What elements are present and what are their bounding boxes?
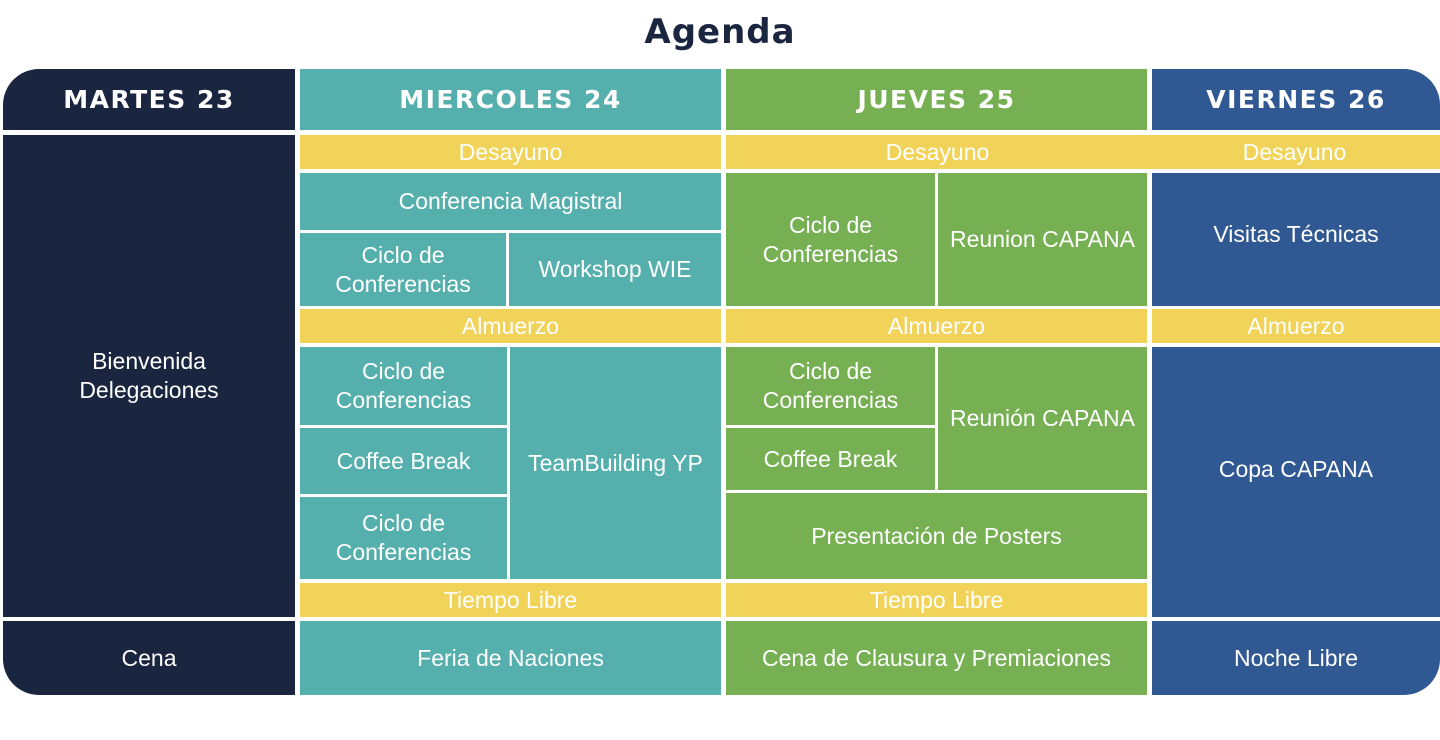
martes-cena: Cena — [3, 621, 295, 695]
miercoles-desayuno: Desayuno — [300, 135, 721, 169]
jueves-coffee-break: Coffee Break — [726, 428, 935, 490]
header-martes: MARTES 23 — [3, 69, 295, 130]
jueves-almuerzo: Almuerzo — [726, 309, 1147, 343]
agenda-title: Agenda — [644, 12, 796, 52]
viernes-desayuno: Desayuno — [1149, 135, 1440, 169]
jueves-reunion-capana-2: Reunión CAPANA — [938, 347, 1147, 490]
viernes-copa-capana: Copa CAPANA — [1152, 347, 1440, 617]
miercoles-ciclo-2: Ciclo de Conferencias — [300, 347, 507, 425]
viernes-almuerzo: Almuerzo — [1152, 309, 1440, 343]
jueves-tiempo-libre: Tiempo Libre — [726, 583, 1147, 617]
miercoles-teambuilding: TeamBuilding YP — [510, 347, 721, 579]
jueves-posters: Presentación de Posters — [726, 493, 1147, 579]
header-jueves: JUEVES 25 — [726, 69, 1147, 130]
jueves-ciclo-1: Ciclo de Conferencias — [726, 173, 935, 306]
miercoles-workshop: Workshop WIE — [509, 233, 721, 306]
viernes-visitas-tecnicas: Visitas Técnicas — [1152, 173, 1440, 306]
jueves-reunion-capana-1: Reunion CAPANA — [938, 173, 1147, 306]
header-viernes: VIERNES 26 — [1152, 69, 1440, 130]
jueves-desayuno: Desayuno — [726, 135, 1149, 169]
miercoles-coffee-break: Coffee Break — [300, 428, 507, 494]
miercoles-tiempo-libre: Tiempo Libre — [300, 583, 721, 617]
miercoles-ciclo-1: Ciclo de Conferencias — [300, 233, 506, 306]
miercoles-almuerzo: Almuerzo — [300, 309, 721, 343]
jueves-cena-clausura: Cena de Clausura y Premiaciones — [726, 621, 1147, 695]
viernes-noche-libre: Noche Libre — [1152, 621, 1440, 695]
miercoles-conferencia-magistral: Conferencia Magistral — [300, 173, 721, 230]
header-miercoles: MIERCOLES 24 — [300, 69, 721, 130]
martes-bienvenida: Bienvenida Delegaciones — [3, 135, 295, 617]
miercoles-ciclo-3: Ciclo de Conferencias — [300, 497, 507, 579]
jueves-ciclo-2: Ciclo de Conferencias — [726, 347, 935, 425]
miercoles-feria: Feria de Naciones — [300, 621, 721, 695]
